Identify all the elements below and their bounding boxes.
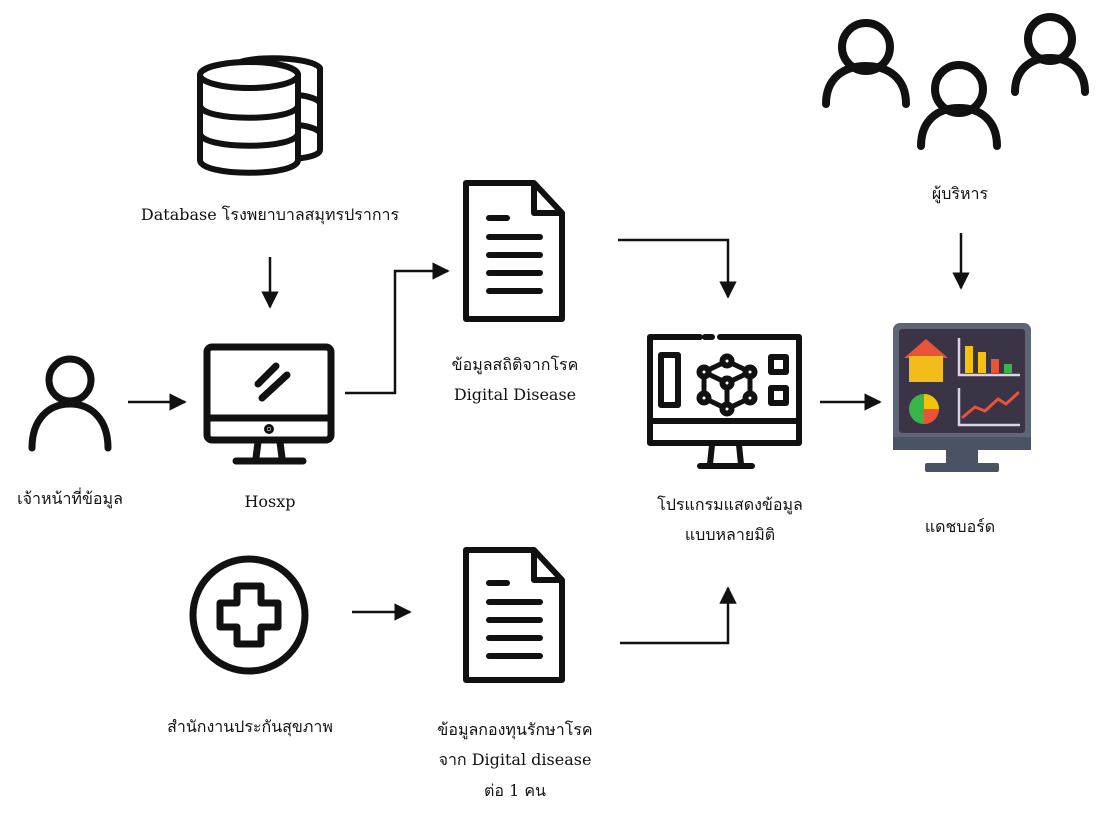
nhso-label: สำนักงานประกันสุขภาพ (167, 717, 333, 736)
arrow-hosxp-to-stats (345, 262, 450, 395)
multidimensional-monitor-icon (647, 334, 802, 469)
database-label: Database โรงพยาบาลสมุทรปราการ (140, 205, 400, 224)
fund-doc-label: ข้อมูลกองทุนรักษาโรค จาก Digital disease… (437, 720, 593, 800)
stats-doc-label: ข้อมูลสถิติจากโรค Digital Disease (451, 355, 579, 405)
document-icon (463, 547, 565, 683)
data-officer-label: เจ้าหน้าที่ข้อมูล (17, 489, 123, 508)
dashboard-icon (893, 323, 1031, 472)
user-group-icon (822, 13, 1089, 150)
arrow-stats-to-program (618, 238, 737, 299)
executives-label: ผู้บริหาร (931, 184, 989, 203)
medical-cross-icon (189, 555, 309, 675)
hosxp-label: Hosxp (244, 492, 296, 511)
user-icon (28, 355, 112, 452)
document-icon (463, 180, 565, 322)
dashboard-label: แดชบอร์ด (924, 517, 996, 536)
database-icon (197, 55, 323, 176)
program-label: โปรแกรมแสดงข้อมูล แบบหลายมิติ (657, 495, 803, 544)
monitor-icon (203, 343, 335, 465)
arrow-fund-to-program (620, 586, 737, 645)
